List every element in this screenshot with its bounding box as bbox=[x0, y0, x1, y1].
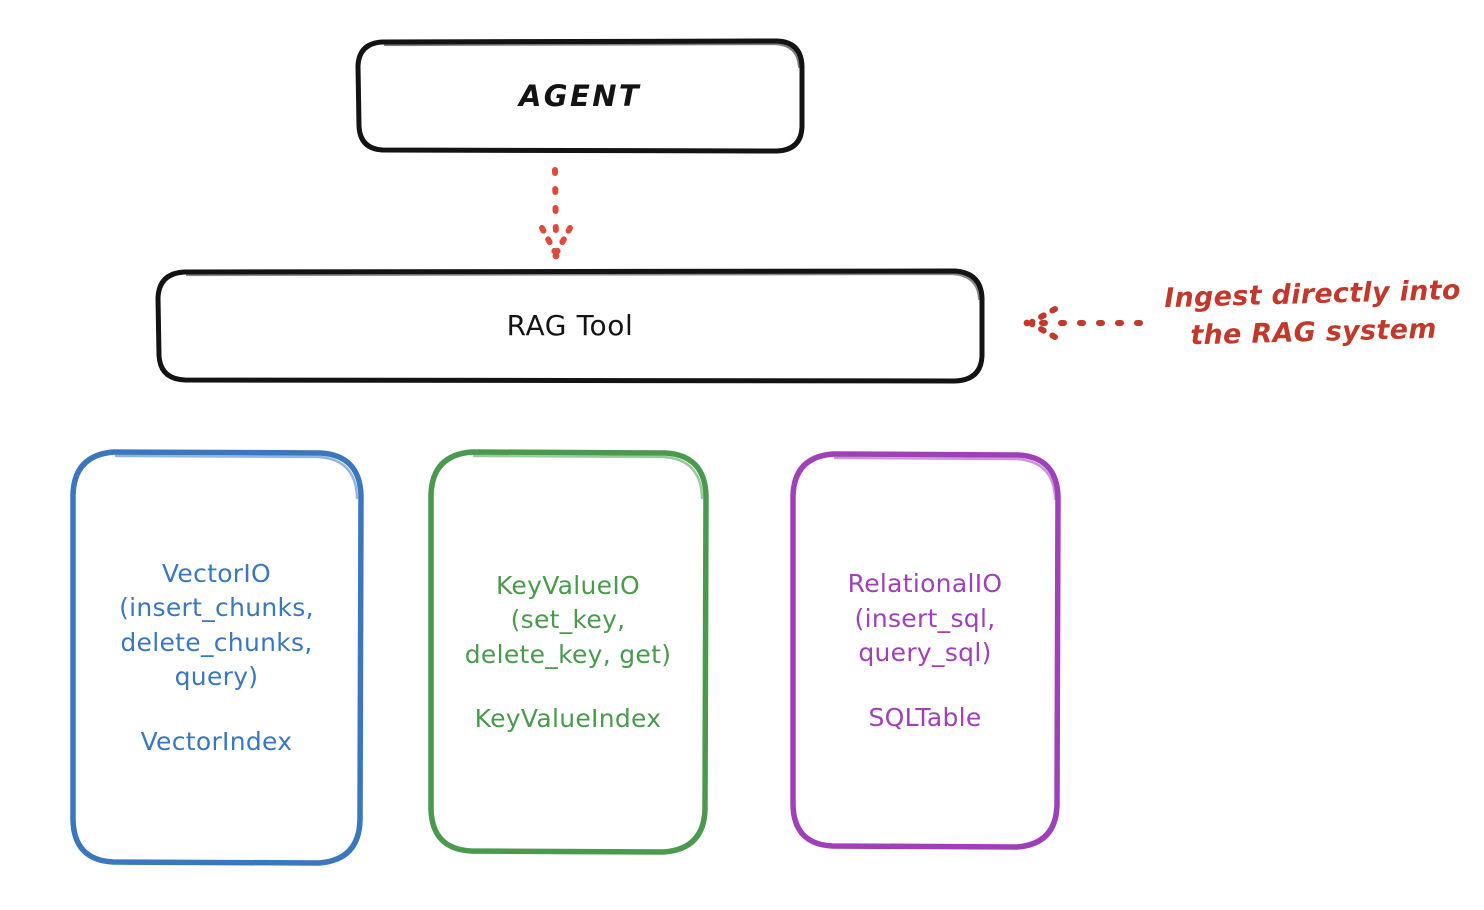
ingest-arrowhead-lower-barb bbox=[1029, 321, 1058, 340]
relational-io-api-label: RelationalIO (insert_sql, query_sql) bbox=[847, 569, 1003, 667]
key-value-io-api-label: KeyValueIO (set_key, delete_key, get) bbox=[464, 570, 672, 669]
ingest-annotation-text: Ingest directly into the RAG system bbox=[1163, 274, 1462, 352]
node-key-value-io[interactable]: KeyValueIO (set_key, delete_key, get) Ke… bbox=[426, 448, 710, 857]
edge-ingest-arrow bbox=[1023, 306, 1143, 340]
relational-io-index-label: SQLTable bbox=[868, 702, 982, 732]
arrowhead-left-barb bbox=[539, 225, 558, 255]
edge-agent-to-rag-tool bbox=[539, 167, 573, 260]
rag-tool-label: RAG Tool bbox=[506, 309, 634, 343]
arrowhead-tip bbox=[552, 252, 560, 260]
node-vector-io[interactable]: VectorIO (insert_chunks, delete_chunks, … bbox=[68, 448, 365, 868]
node-agent[interactable]: AGENT bbox=[355, 38, 805, 154]
ingest-arrowhead-upper-barb bbox=[1029, 306, 1058, 325]
ingest-arrowhead-tip bbox=[1023, 319, 1031, 327]
vector-io-api-label: VectorIO (insert_chunks, delete_chunks, … bbox=[119, 558, 314, 692]
key-value-io-index-label: KeyValueIndex bbox=[474, 704, 662, 733]
edge-agent-to-rag-line bbox=[552, 167, 559, 245]
arrowhead-right-barb bbox=[554, 225, 573, 255]
vector-io-index-label: VectorIndex bbox=[140, 726, 293, 756]
node-rag-tool[interactable]: RAG Tool bbox=[155, 268, 985, 384]
agent-label: AGENT bbox=[518, 78, 642, 113]
node-relational-io[interactable]: RelationalIO (insert_sql, query_sql) SQL… bbox=[788, 450, 1062, 852]
